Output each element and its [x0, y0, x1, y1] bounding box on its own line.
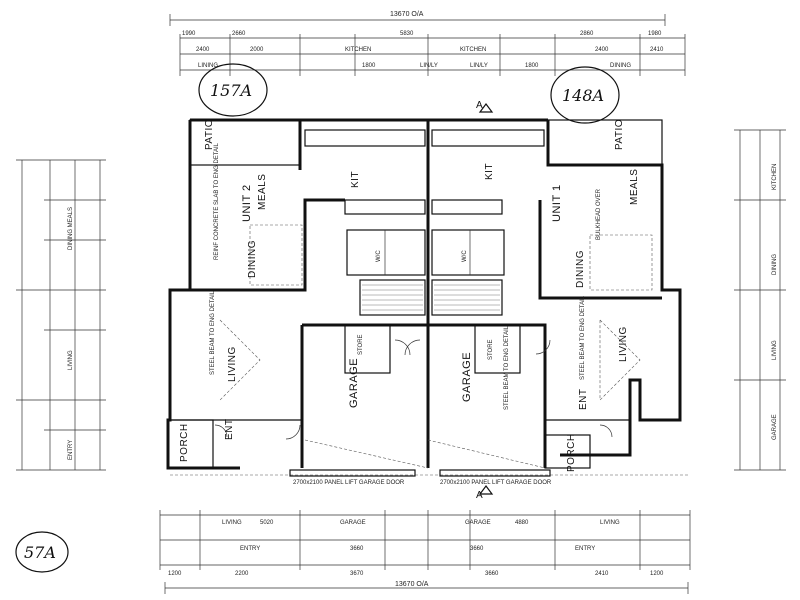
bottom-dim-r1-1: 5020: [260, 520, 274, 526]
top-dim-r2-1: 2400: [196, 47, 210, 53]
bottom-dim-r1-2: LIVING: [222, 520, 242, 526]
u2-living-label: LIVING: [227, 346, 238, 382]
left-label-living: LIVING: [68, 350, 74, 370]
top-dim-2: 2660: [232, 31, 246, 37]
top-dim-r2-6: 2410: [650, 47, 664, 53]
u1-steel-note: STEEL BEAM TO ENG DETAIL: [580, 295, 586, 380]
bottom-dim-r3-3: 3670: [350, 571, 364, 577]
top-dim-r3-6: DINING: [610, 63, 631, 69]
garage-door-left-note: 2700x2100 PANEL LIFT GARAGE DOOR: [293, 480, 405, 486]
left-handwritten-annotation: 157A: [198, 63, 268, 117]
bottom-dim-r3-1: 1200: [168, 571, 182, 577]
top-dim-4: 2860: [580, 31, 594, 37]
top-dim-r3-2: 1800: [362, 63, 376, 69]
bottom-dim-r3-4: 3660: [485, 571, 499, 577]
bottom-dim-r1-5: 4880: [515, 520, 529, 526]
bottom-dim-r3-6: 1200: [650, 571, 664, 577]
building-walls: [166, 118, 682, 470]
u2-kit-label: KIT: [350, 171, 361, 188]
bottom-dim-r2-2: 3660: [350, 546, 364, 552]
top-dim-r3-5: 1800: [525, 63, 539, 69]
u1-store-label: STORE: [488, 339, 494, 360]
u2-steel-note: STEEL BEAM TO ENG DETAIL: [210, 290, 216, 375]
right-handwritten-annotation: 148A: [550, 66, 620, 124]
dashed-lines: [170, 224, 690, 476]
right-circle-text: 148A: [562, 86, 604, 105]
room-labels: PATIO PATIO MEALS MEALS UNIT 2 UNIT 1 DI…: [179, 119, 640, 472]
u1-unit-label: UNIT 1: [551, 184, 563, 222]
bottom-dim-r2-4: ENTRY: [575, 546, 595, 552]
door-swings: [214, 339, 613, 440]
top-dim-r2-5: 2400: [595, 47, 609, 53]
top-dim-r3-1: LINING: [198, 63, 218, 69]
u2-meals-label: MEALS: [257, 174, 268, 210]
u1-garage-steel-note: STEEL BEAM TO ENG DETAIL: [504, 325, 510, 410]
right-label-kitchen: KITCHEN: [772, 164, 778, 190]
bottom-dim-r1-3: GARAGE: [340, 520, 366, 526]
u1-dining-label: DINING: [575, 250, 586, 288]
garage-door-right-note: 2700x2100 PANEL LIFT GARAGE DOOR: [440, 480, 552, 486]
construction-notes: REINF CONCRETE SLAB TO ENG DETAIL BULKHE…: [210, 142, 602, 486]
u2-ent-label: ENT: [224, 419, 235, 441]
bottom-dim-r3-5: 2410: [595, 571, 609, 577]
u1-kit-label: KIT: [484, 163, 495, 180]
right-dimensions: KITCHEN DINING LIVING GARAGE: [734, 129, 786, 471]
corner-handwritten-annotation: 57A: [15, 531, 69, 573]
u2-porch-label: PORCH: [179, 423, 190, 462]
top-dim-r3-4: LIN/LY: [470, 63, 488, 69]
u1-garage-label: GARAGE: [461, 352, 473, 402]
bottom-dimensions: 5020 LIVING GARAGE GARAGE 4880 LIVING EN…: [159, 510, 691, 594]
u2-patio-label: PATIO: [204, 119, 215, 150]
top-dim-r2-4: KITCHEN: [460, 47, 486, 53]
section-mark-bottom: A: [476, 490, 483, 501]
top-dim-3: 5830: [400, 31, 414, 37]
corner-text: 57A: [24, 543, 56, 562]
u1-living-label: LIVING: [618, 326, 629, 362]
bottom-dim-r1-4: GARAGE: [465, 520, 491, 526]
bottom-dim-r2-1: ENTRY: [240, 546, 260, 552]
top-dim-r3-3: LIN/LY: [420, 63, 438, 69]
garage-doors: [289, 469, 551, 477]
right-label-garage: GARAGE: [772, 414, 778, 440]
right-label-living: LIVING: [772, 340, 778, 360]
u1-bulkhead-note: BULKHEAD OVER: [596, 188, 602, 240]
u1-porch-label: PORCH: [566, 433, 577, 472]
u1-wc-label: W/C: [462, 250, 468, 262]
left-label-entry: ENTRY: [68, 440, 74, 460]
u1-patio-label: PATIO: [614, 119, 625, 150]
bottom-dim-r2-3: 3660: [470, 546, 484, 552]
top-dim-5: 1980: [648, 31, 662, 37]
u1-ent-label: ENT: [578, 389, 589, 411]
u2-unit-label: UNIT 2: [241, 184, 253, 222]
u2-reinf-note: REINF CONCRETE SLAB TO ENG DETAIL: [214, 142, 220, 260]
left-label-dining: DINING MEALS: [68, 207, 74, 250]
u1-meals-label: MEALS: [629, 169, 640, 205]
u2-garage-label: GARAGE: [348, 358, 360, 408]
stair-hatch: [362, 284, 500, 311]
bottom-dim-r3-2: 2200: [235, 571, 249, 577]
u2-wc-label: W/C: [376, 250, 382, 262]
top-dim-r2-3: KITCHEN: [345, 47, 371, 53]
bottom-overall-dim: 13670 O/A: [395, 581, 429, 588]
top-dim-r2-2: 2000: [250, 47, 264, 53]
u2-store-label: STORE: [358, 334, 364, 355]
top-dim-1: 1990: [182, 31, 196, 37]
left-circle-text: 157A: [210, 81, 252, 100]
right-label-dining: DINING: [772, 254, 778, 275]
u2-dining-label: DINING: [247, 240, 258, 278]
top-overall-dim: 13670 O/A: [390, 11, 424, 18]
left-dimensions: DINING MEALS LIVING ENTRY: [16, 159, 106, 471]
bottom-dim-r1-6: LIVING: [600, 520, 620, 526]
section-mark-top: A: [476, 100, 483, 111]
